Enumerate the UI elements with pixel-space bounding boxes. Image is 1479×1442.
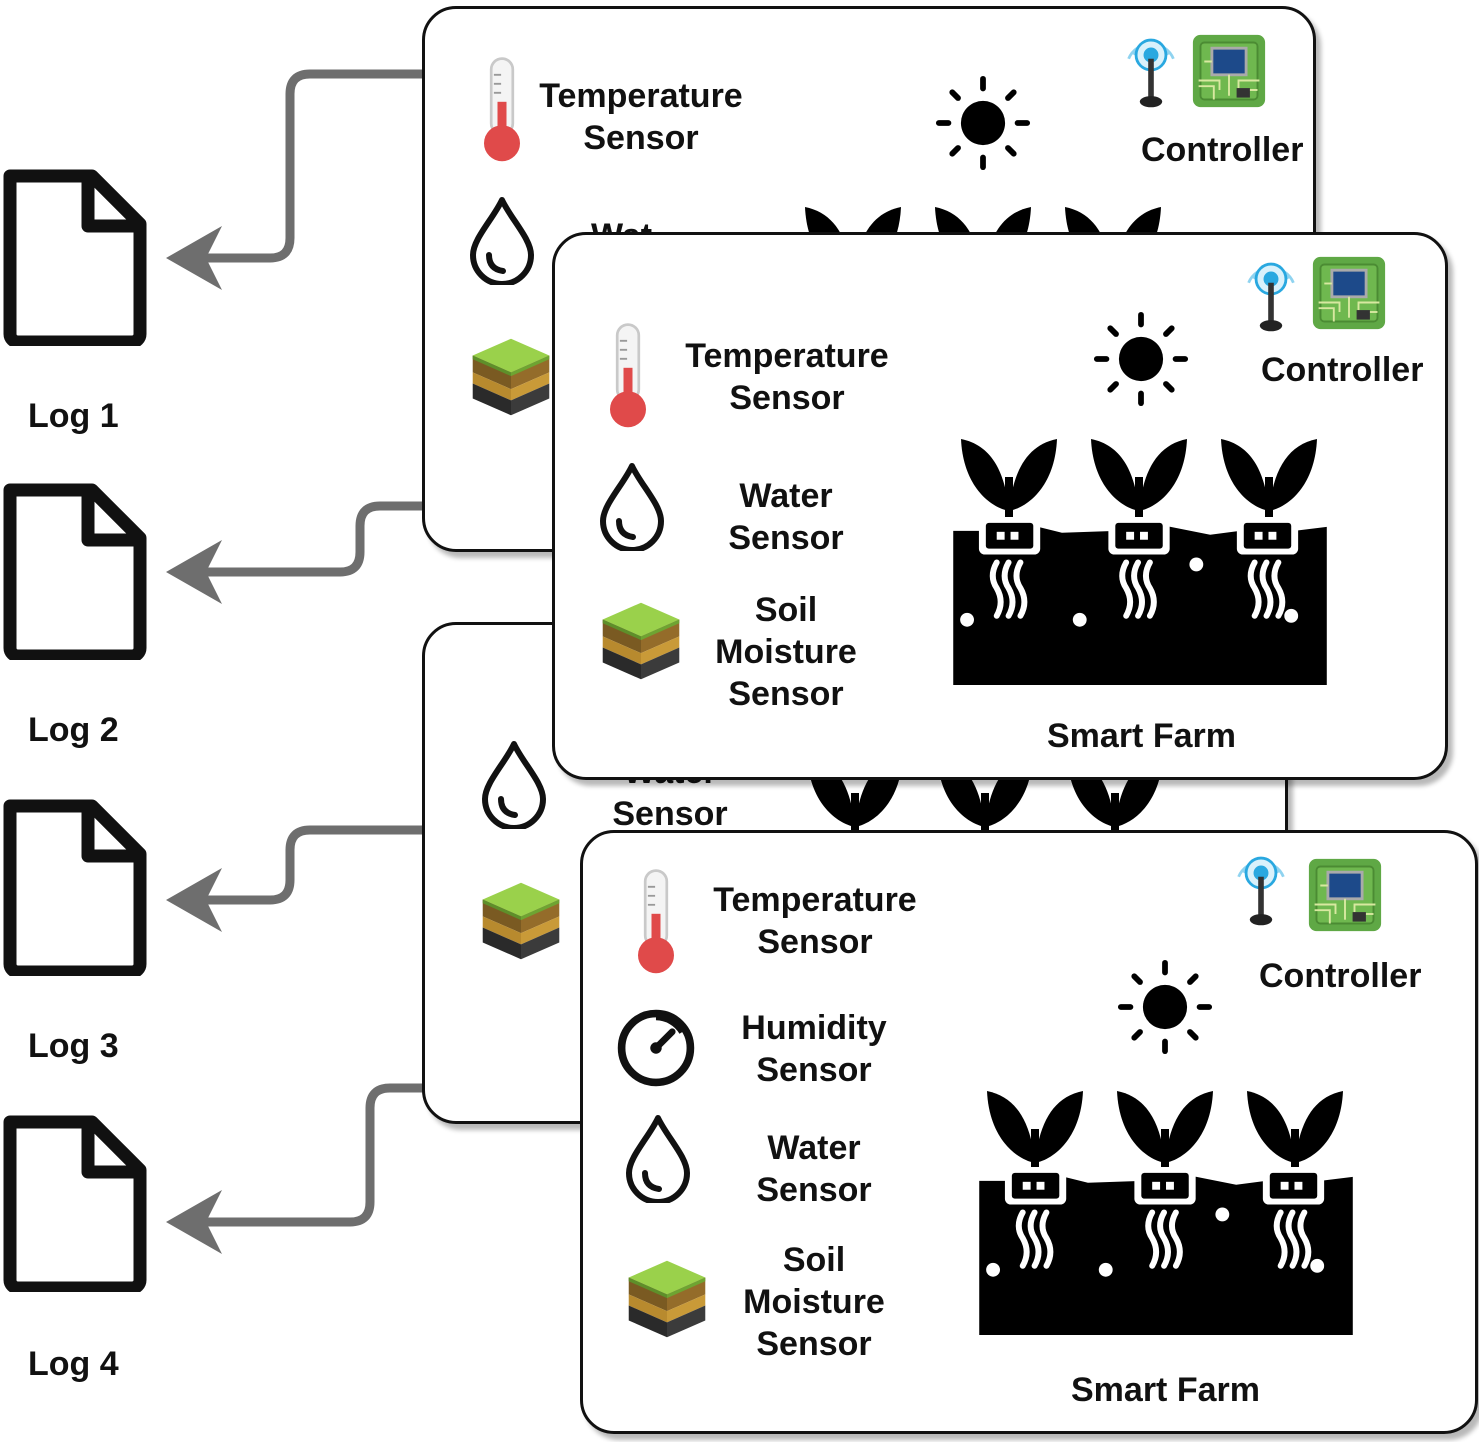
humidity-gauge-icon <box>613 1005 699 1091</box>
thermometer-icon <box>601 321 655 429</box>
antenna-icon <box>1123 27 1179 111</box>
thermometer-icon <box>475 55 529 163</box>
soil-layers-icon <box>479 879 563 963</box>
document-icon <box>0 166 150 346</box>
water-drop-icon <box>597 461 667 551</box>
plant-icon <box>1089 429 1189 519</box>
arrowhead-log1 <box>166 226 222 290</box>
smart-farm-label: Smart Farm <box>1071 1371 1260 1409</box>
connector-log4 <box>190 1083 583 1227</box>
plant-icon <box>985 1081 1085 1171</box>
arrowhead-log4 <box>166 1190 222 1254</box>
sun-icon <box>1117 959 1213 1055</box>
soil-layers-icon <box>599 599 683 683</box>
water-drop-icon <box>623 1113 693 1203</box>
soil-layers-icon <box>469 335 553 419</box>
soil-bed-icon <box>953 517 1329 685</box>
water-drop-icon <box>479 739 549 829</box>
controller-label: Controller <box>1259 957 1422 995</box>
thermometer-icon <box>629 867 683 975</box>
plant-icon <box>1219 429 1319 519</box>
connector-log1 <box>190 69 424 263</box>
chip-icon <box>1311 255 1387 331</box>
water-drop-icon <box>467 195 537 285</box>
soil-layers-icon <box>625 1257 709 1341</box>
document-icon <box>0 796 150 976</box>
chip-icon <box>1307 857 1383 933</box>
connector-log3 <box>190 825 424 905</box>
log-1-label: Log 1 <box>28 397 119 435</box>
controller-label: Controller <box>1261 351 1424 389</box>
plant-icon <box>1115 1081 1215 1171</box>
document-icon <box>0 1112 150 1292</box>
antenna-icon <box>1233 845 1289 929</box>
sun-icon <box>935 75 1031 171</box>
log-3-label: Log 3 <box>28 1027 119 1065</box>
chip-icon <box>1191 33 1267 109</box>
controller-label: Controller <box>1141 131 1304 169</box>
plant-icon <box>959 429 1059 519</box>
antenna-icon <box>1243 251 1299 335</box>
soil-bed-icon <box>979 1167 1355 1335</box>
document-icon <box>0 480 150 660</box>
plant-icon <box>1245 1081 1345 1171</box>
arrowhead-log2 <box>166 540 222 604</box>
log-4-label: Log 4 <box>28 1345 119 1383</box>
smart-farm-label: Smart Farm <box>1047 717 1236 755</box>
connector-log2 <box>190 501 552 577</box>
arrowhead-log3 <box>166 868 222 932</box>
log-2-label: Log 2 <box>28 711 119 749</box>
sun-icon <box>1093 311 1189 407</box>
